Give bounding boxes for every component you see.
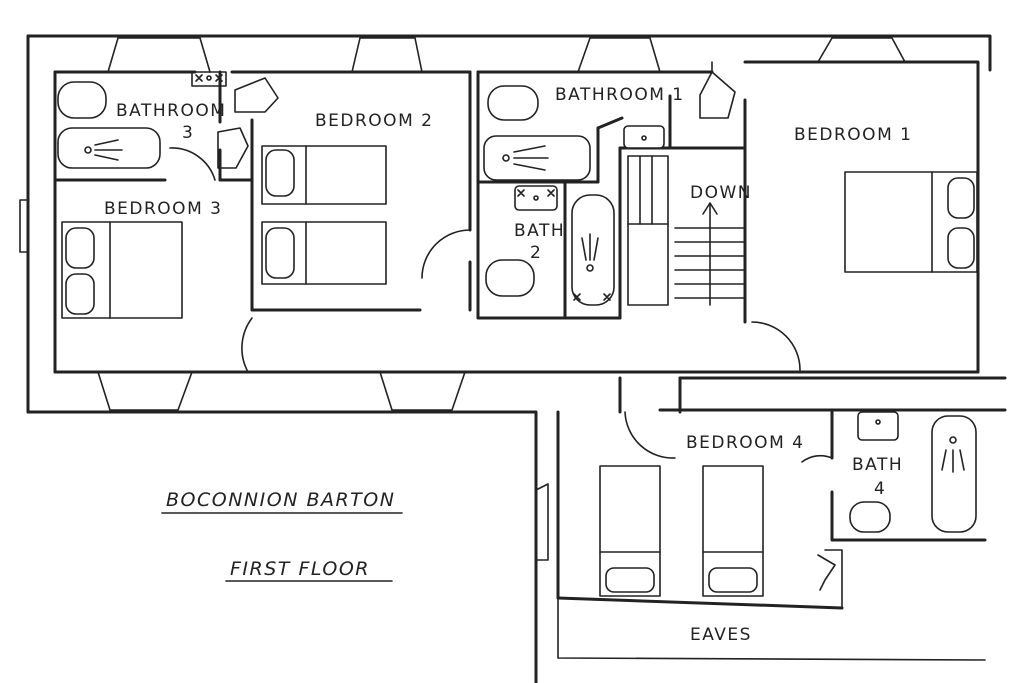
label-bedroom-4: BEDROOM 4 [686,433,804,453]
bedroom-4-wing [534,376,986,683]
bedroom-1 [844,171,978,273]
bath-4 [801,408,987,609]
label-bath-4: BATH [852,455,903,475]
plan-subtitle: FIRST FLOOR [230,558,370,580]
windows [19,37,906,411]
bedroom-2 [217,70,472,312]
label-bath-2-number: 2 [530,243,542,263]
plan-title: BOCONNION BARTON [166,489,395,511]
label-bathroom-3-number: 3 [182,123,194,143]
outer-walls [26,34,1007,414]
bathroom-1 [476,61,747,184]
bathroom-3 [53,70,254,182]
label-eaves: EAVES [690,625,752,645]
label-bath-4-number: 4 [874,479,886,499]
label-bath-2: BATH [514,221,565,241]
label-bedroom-2: BEDROOM 2 [315,111,433,131]
label-bedroom-1: BEDROOM 1 [794,125,912,145]
bath-2 [476,146,622,320]
label-bathroom-3: BATHROOM [116,101,226,121]
title-block: BOCONNION BARTON FIRST FLOOR [161,489,403,582]
label-bedroom-3: BEDROOM 3 [104,199,222,219]
bedroom-3 [61,221,253,373]
label-stairs-down: DOWN [690,183,752,203]
staircase [627,146,801,371]
room-labels: BATHROOM 3 BEDROOM 2 BATHROOM 1 BEDROOM … [104,85,912,645]
label-bathroom-1: BATHROOM 1 [555,85,685,105]
